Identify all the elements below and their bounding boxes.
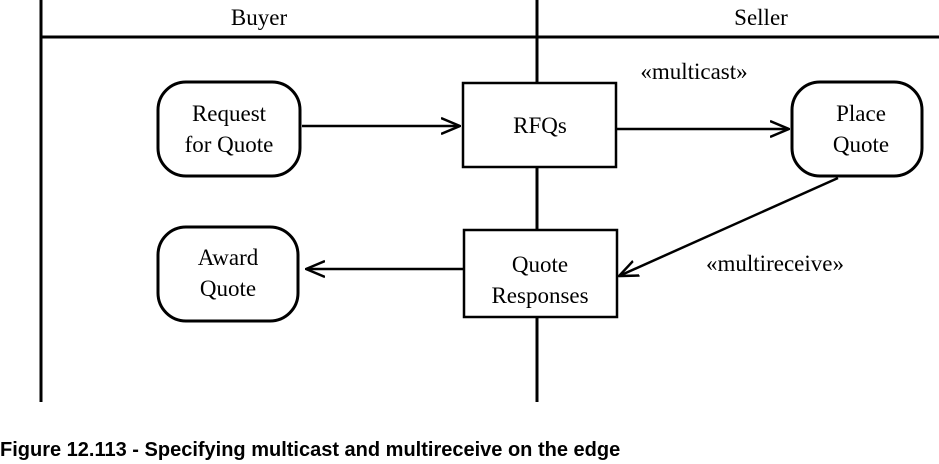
- node-label: Quote: [512, 252, 568, 277]
- swimlane-frame: [39, 0, 939, 402]
- edge-label-multicast: «multicast»: [640, 59, 747, 84]
- node-label: Award: [198, 245, 259, 270]
- object-quote-responses: Quote Responses: [462, 228, 619, 319]
- action-request-for-quote: Request for Quote: [156, 80, 302, 178]
- node-label: Quote: [200, 276, 256, 301]
- action-place-quote: Place Quote: [790, 80, 924, 178]
- object-rfqs: RFQs: [461, 81, 618, 169]
- edge-place-quote-to-responses: [619, 176, 839, 276]
- node-label: Request: [192, 101, 267, 126]
- figure-caption: Figure 12.113 - Specifying multicast and…: [0, 439, 621, 461]
- lane-title-seller: Seller: [734, 5, 788, 30]
- edge-label-multireceive: «multireceive»: [706, 251, 844, 276]
- lane-title-buyer: Buyer: [231, 5, 288, 30]
- action-award-quote: Award Quote: [156, 225, 300, 323]
- node-label: Quote: [833, 132, 889, 157]
- node-label: Place: [836, 101, 886, 126]
- node-label: Responses: [491, 283, 588, 308]
- node-label: for Quote: [185, 132, 274, 157]
- node-label: RFQs: [513, 113, 567, 138]
